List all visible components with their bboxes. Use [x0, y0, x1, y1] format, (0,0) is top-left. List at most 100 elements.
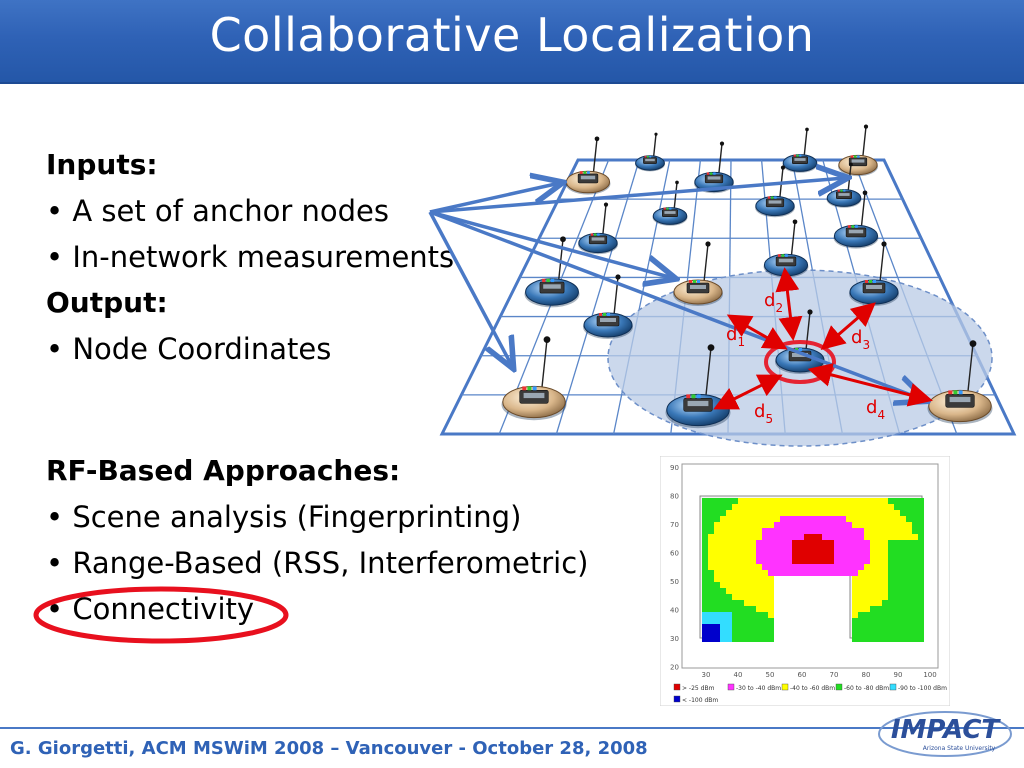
heatmap-cell	[888, 570, 894, 576]
heatmap-cell	[894, 624, 900, 630]
heatmap-cell	[738, 564, 744, 570]
heatmap-cell	[738, 558, 744, 564]
heatmap-cell	[792, 552, 798, 558]
heatmap-cell	[750, 546, 756, 552]
heatmap-cell	[822, 504, 828, 510]
heatmap-cell	[726, 546, 732, 552]
heatmap-cell	[810, 528, 816, 534]
heatmap-cell	[702, 612, 708, 618]
anchor-node-icon	[565, 136, 611, 195]
heatmap-cell	[708, 522, 714, 528]
heatmap-cell	[828, 552, 834, 558]
heatmap-cell	[738, 570, 744, 576]
heatmap-cell	[870, 630, 876, 636]
heatmap-cell	[900, 636, 906, 642]
heatmap-cell	[846, 498, 852, 504]
heatmap-cell	[768, 594, 774, 600]
heatmap-cell	[912, 564, 918, 570]
heatmap-cell	[852, 498, 858, 504]
heatmap-cell	[708, 504, 714, 510]
heatmap-cell	[876, 552, 882, 558]
heatmap-cell	[888, 606, 894, 612]
heatmap-cell	[762, 600, 768, 606]
heatmap-cell	[912, 576, 918, 582]
heatmap-cell	[852, 606, 858, 612]
heatmap-cell	[870, 504, 876, 510]
heatmap-cell	[768, 612, 774, 618]
heatmap-cell	[858, 510, 864, 516]
heatmap-cell	[912, 588, 918, 594]
heatmap-cell	[738, 510, 744, 516]
heatmap-cell	[894, 636, 900, 642]
heatmap-cell	[876, 576, 882, 582]
heatmap-cell	[792, 510, 798, 516]
heatmap-cell	[882, 636, 888, 642]
heatmap-cell	[720, 594, 726, 600]
footer-divider	[0, 727, 1024, 729]
heatmap-cell	[720, 612, 726, 618]
heatmap-cell	[870, 528, 876, 534]
heatmap-cell	[726, 570, 732, 576]
heatmap-cell	[906, 594, 912, 600]
heatmap-cell	[738, 552, 744, 558]
heatmap-cell	[756, 546, 762, 552]
heatmap-cell	[786, 546, 792, 552]
heatmap-cell	[852, 600, 858, 606]
heatmap-cell	[822, 528, 828, 534]
heatmap-cell	[912, 516, 918, 522]
heatmap-legend: > -25 dBm-30 to -40 dBm-40 to -60 dBm-60…	[673, 683, 947, 704]
heatmap-cell	[852, 630, 858, 636]
heatmap-cell	[702, 498, 708, 504]
heatmap-cell	[882, 510, 888, 516]
heatmap-cell	[744, 570, 750, 576]
heatmap-cell	[720, 606, 726, 612]
heatmap-cell	[816, 528, 822, 534]
heatmap-cell	[834, 498, 840, 504]
heatmap-cell	[846, 564, 852, 570]
heatmap-cell	[906, 624, 912, 630]
heatmap-cell	[744, 630, 750, 636]
heatmap-cell	[738, 624, 744, 630]
heatmap-cell	[912, 624, 918, 630]
heatmap-cell	[834, 522, 840, 528]
heatmap-cell	[714, 618, 720, 624]
heatmap-cell	[798, 570, 804, 576]
heatmap-cell	[774, 528, 780, 534]
heatmap-cell	[852, 618, 858, 624]
heatmap-x-tick: 70	[830, 671, 839, 679]
heatmap-cell	[858, 570, 864, 576]
heatmap-cell	[840, 528, 846, 534]
rf-item-range-based: Range-Based (RSS, Interferometric)	[46, 540, 588, 586]
heatmap-cell	[714, 624, 720, 630]
distance-labels: d1 d2 d3 d4 d5	[726, 290, 885, 426]
heatmap-cell	[726, 522, 732, 528]
heatmap-cell	[918, 630, 924, 636]
heatmap-cell	[750, 612, 756, 618]
heatmap-cell	[738, 600, 744, 606]
heatmap-y-tick: 30	[670, 635, 679, 643]
heatmap-cell	[900, 498, 906, 504]
heatmap-cell	[840, 558, 846, 564]
heatmap-cell	[888, 624, 894, 630]
heatmap-cell	[738, 618, 744, 624]
heatmap-cell	[762, 558, 768, 564]
heatmap-cell	[774, 540, 780, 546]
heatmap-cell	[888, 600, 894, 606]
heatmap-cell	[828, 516, 834, 522]
heatmap-cell	[762, 576, 768, 582]
heatmap-cell	[768, 552, 774, 558]
heatmap-cell	[852, 624, 858, 630]
heatmap-cell	[852, 558, 858, 564]
heatmap-cell	[762, 612, 768, 618]
heatmap-cell	[792, 558, 798, 564]
heatmap-cell	[732, 618, 738, 624]
heatmap-cell	[798, 546, 804, 552]
heatmap-cell	[768, 528, 774, 534]
heatmap-cell	[774, 558, 780, 564]
heatmap-cell	[732, 534, 738, 540]
heatmap-cell	[870, 624, 876, 630]
heatmap-cell	[906, 600, 912, 606]
heatmap-cell	[702, 546, 708, 552]
heatmap-cell	[846, 528, 852, 534]
heatmap-cell	[864, 570, 870, 576]
